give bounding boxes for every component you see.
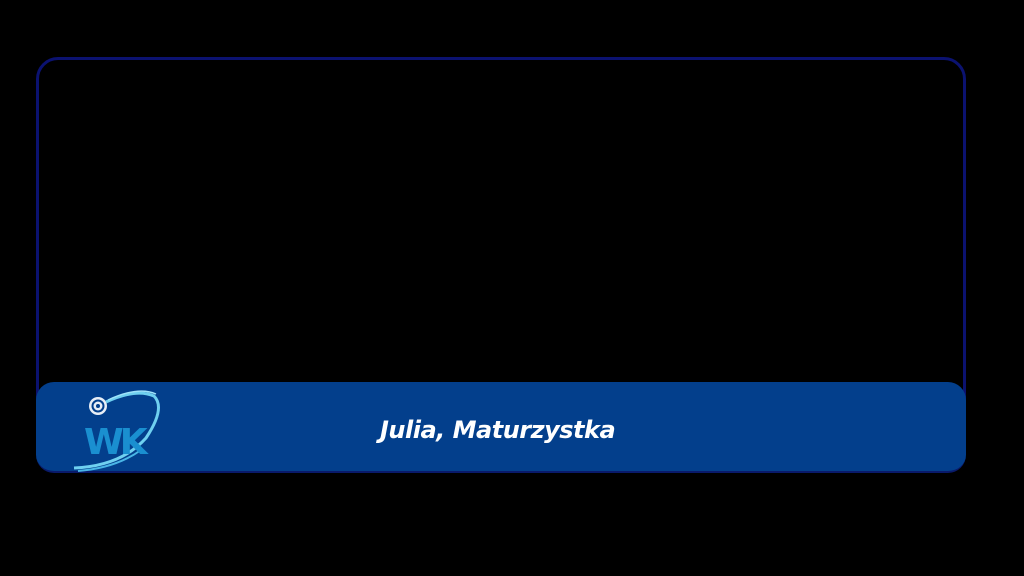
target-icon — [89, 397, 107, 415]
wk-logo: WK — [73, 390, 160, 472]
speaker-caption: Julia, Maturzystka — [380, 416, 616, 444]
svg-text:WK: WK — [84, 422, 149, 463]
lower-third-banner — [36, 382, 966, 473]
